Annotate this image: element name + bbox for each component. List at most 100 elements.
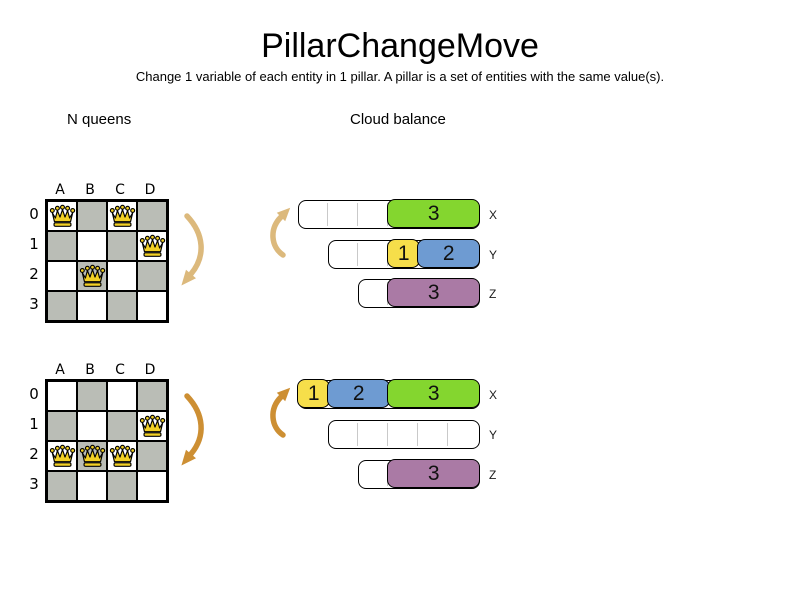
board-cell (137, 411, 167, 441)
capacity-bar-x: 3 (298, 199, 480, 229)
computer-label: Z (489, 467, 497, 482)
process-block: 1 (297, 379, 330, 409)
board-cell (137, 201, 167, 231)
board-cell (47, 441, 77, 471)
board-cell (77, 231, 107, 261)
capacity-divider (447, 423, 448, 446)
process-value: 1 (397, 241, 410, 265)
board-cell (137, 261, 167, 291)
capacity-bar-z: 3 (358, 278, 480, 308)
capacity-divider (327, 203, 328, 226)
column-label: C (115, 182, 125, 198)
board-cell (137, 381, 167, 411)
board-cell (77, 201, 107, 231)
board-row (47, 201, 167, 231)
row-label: 0 (29, 205, 39, 223)
computer-label: X (489, 387, 498, 402)
board-row (47, 471, 167, 501)
queen-icon (79, 264, 105, 287)
pillar-move-arrow-down-before (181, 213, 204, 286)
page-title: PillarChangeMove (261, 27, 539, 65)
column-label: B (85, 182, 95, 198)
row-label: 1 (29, 415, 39, 433)
pillar-move-arrow-down-after (181, 393, 204, 466)
row-label: 3 (29, 475, 39, 493)
capacity-divider (357, 423, 358, 446)
row-label: 1 (29, 235, 39, 253)
board-row (47, 231, 167, 261)
queen-icon (49, 204, 75, 227)
process-block: 3 (387, 459, 480, 489)
capacity-divider (417, 423, 418, 446)
board-cell (107, 201, 137, 231)
queen-icon (139, 234, 165, 257)
pillar-move-arrow-up-after (270, 387, 291, 438)
process-block: 2 (327, 379, 390, 409)
board-cell (107, 231, 137, 261)
board-cell (47, 291, 77, 321)
column-label: D (144, 362, 156, 378)
computer-label: X (489, 207, 498, 222)
row-label: 2 (29, 265, 39, 283)
board-cell (77, 471, 107, 501)
capacity-bar-z: 3 (358, 459, 480, 489)
row-label: 2 (29, 445, 39, 463)
process-value: 2 (442, 241, 455, 265)
board-cell (47, 201, 77, 231)
process-value: 3 (427, 201, 440, 225)
board-row (47, 441, 167, 471)
board-cell (77, 441, 107, 471)
column-label: A (55, 182, 65, 198)
capacity-divider (357, 243, 358, 266)
process-block: 2 (417, 239, 480, 269)
board-cell (137, 291, 167, 321)
board-cell (107, 441, 137, 471)
board-row (47, 291, 167, 321)
board-cell (137, 441, 167, 471)
board-cell (137, 471, 167, 501)
board-cell (47, 261, 77, 291)
board-cell (47, 381, 77, 411)
computer-label: Z (489, 286, 497, 301)
page-subtitle: Change 1 variable of each entity in 1 pi… (135, 69, 665, 84)
board-row (47, 381, 167, 411)
queen-icon (79, 444, 105, 467)
process-value: 3 (427, 280, 440, 304)
board-cell (47, 231, 77, 261)
queen-icon (49, 444, 75, 467)
queen-icon (109, 204, 135, 227)
board-grid (45, 379, 169, 503)
board-cell (77, 411, 107, 441)
row-label: 3 (29, 295, 39, 313)
process-value: 3 (427, 381, 440, 405)
column-label: D (144, 182, 156, 198)
board-cell (47, 471, 77, 501)
board-cell (47, 411, 77, 441)
board-cell (77, 261, 107, 291)
board-grid (45, 199, 169, 323)
column-label: A (55, 362, 65, 378)
nqueens-heading: N queens (67, 111, 132, 128)
queen-icon (139, 414, 165, 437)
row-label: 0 (29, 385, 39, 403)
board-cell (107, 381, 137, 411)
process-block: 3 (387, 199, 480, 229)
board-row (47, 261, 167, 291)
cloud-heading: Cloud balance (350, 111, 446, 128)
board-cell (107, 411, 137, 441)
pillar-move-arrow-up-before (270, 207, 291, 258)
column-label: B (85, 362, 95, 378)
board-cell (77, 381, 107, 411)
board-cell (107, 291, 137, 321)
capacity-bar-y (328, 420, 480, 449)
capacity-divider (387, 423, 388, 446)
board-row (47, 411, 167, 441)
column-labels: A B C D (45, 183, 165, 198)
queen-icon (109, 444, 135, 467)
process-value: 2 (352, 381, 365, 405)
computer-label: Y (489, 247, 498, 262)
